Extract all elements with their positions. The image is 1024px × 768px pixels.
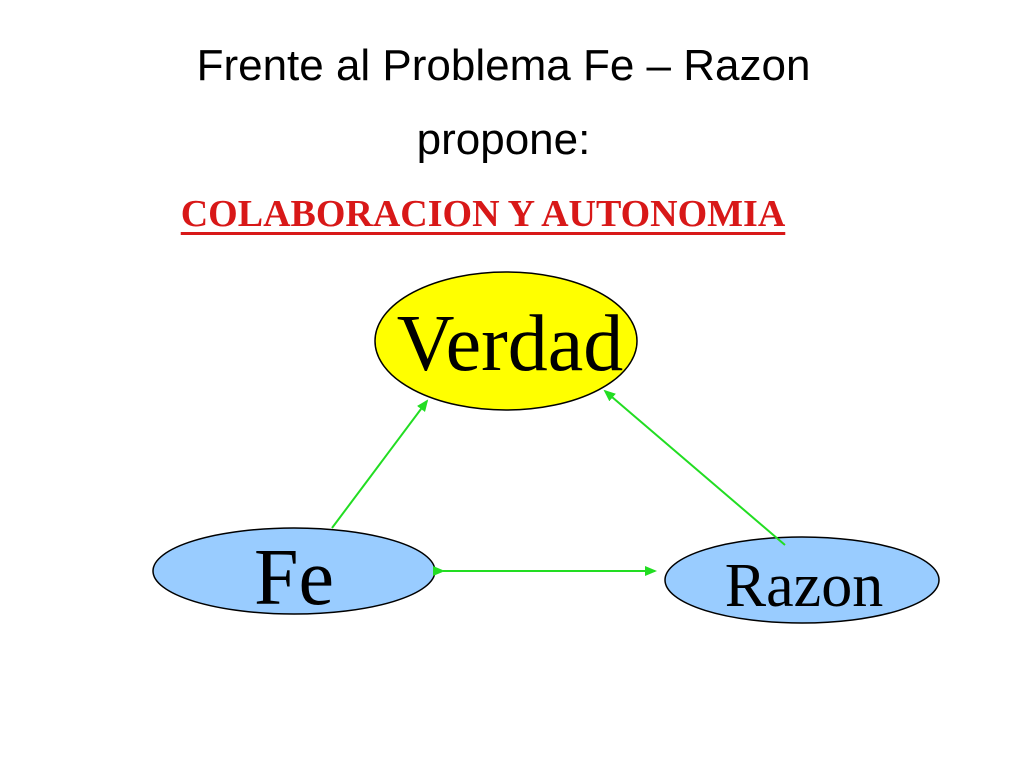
node-verdad-label: Verdad — [397, 300, 624, 388]
title-line-2: propone: — [416, 115, 591, 164]
node-verdad: Verdad — [374, 271, 638, 411]
node-razon-label: Razon — [725, 552, 883, 620]
arrow-fe-to-verdad — [331, 399, 429, 529]
subtitle: COLABORACION Y AUTONOMIA — [180, 193, 786, 235]
node-fe-label: Fe — [254, 534, 334, 622]
node-razon: Razon — [664, 536, 940, 624]
title-line-1: Frente al Problema Fe – Razon — [196, 41, 811, 90]
node-fe: Fe — [152, 527, 436, 622]
node-razon-shape — [664, 536, 940, 624]
node-verdad-shape — [374, 271, 638, 411]
arrow-razon-to-verdad — [603, 389, 786, 546]
